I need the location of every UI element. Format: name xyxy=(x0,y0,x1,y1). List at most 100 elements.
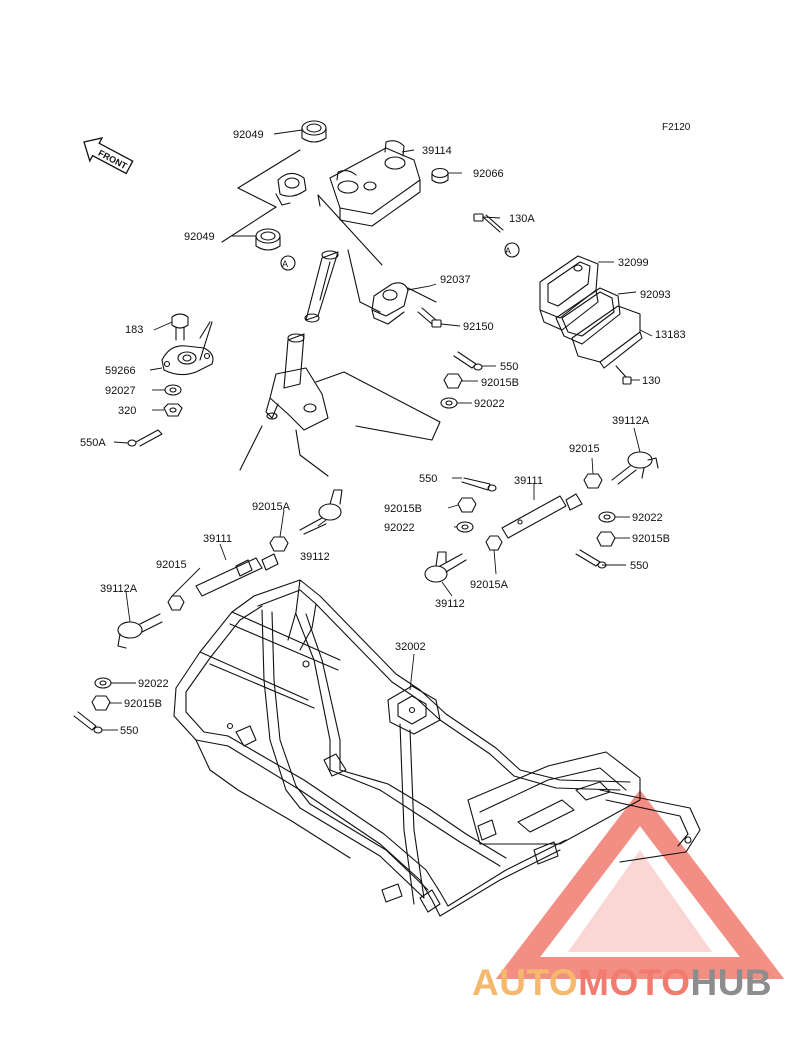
callout-label: 92022 xyxy=(138,678,169,690)
lower-clamp-part xyxy=(275,172,307,206)
callout-label: 39112 xyxy=(435,598,465,610)
callout-label: 92049 xyxy=(233,129,264,141)
nut-92015b-part xyxy=(443,373,463,389)
front-arrow-icon: FRONT xyxy=(83,137,134,175)
cap-part xyxy=(431,167,449,184)
callout-label: 39112A xyxy=(612,415,650,427)
callout-label: 92015B xyxy=(632,533,670,545)
leader-line xyxy=(199,321,211,339)
leader-line xyxy=(239,425,263,471)
watermark-part2: MOTO xyxy=(578,962,691,1003)
callout-label: 550 xyxy=(500,361,518,373)
callout-label: 92015 xyxy=(156,559,187,571)
washer-92022-left-part xyxy=(94,677,112,689)
watermark-part3: HUB xyxy=(690,962,773,1003)
cotter-pin-550a-part xyxy=(127,429,163,447)
callout-label: 92022 xyxy=(384,522,415,534)
bolt-183-part xyxy=(171,313,189,341)
bearing-housing-part xyxy=(161,345,214,376)
watermark-text: AUTOMOTOHUB xyxy=(472,962,772,1004)
tie-rod-right-part xyxy=(501,493,583,539)
callout-label: 92037 xyxy=(440,274,471,286)
washer-92022-mid-part xyxy=(456,521,474,533)
cotter-pin-550-right-part xyxy=(575,549,607,569)
callout-label: 320 xyxy=(118,405,136,417)
leader-line xyxy=(237,149,301,189)
callout-label: 39112 xyxy=(300,551,330,563)
leader-line xyxy=(237,187,277,208)
callout-label: 183 xyxy=(125,324,143,336)
leader-line xyxy=(199,321,213,361)
cover-part xyxy=(539,255,599,331)
ref-marker-a-right-text: A xyxy=(505,246,511,256)
leader-line xyxy=(221,206,277,243)
nut-92015-left-part xyxy=(167,595,185,611)
washer-92022-right-part xyxy=(598,511,616,523)
callout-label: 39112A xyxy=(100,583,138,595)
callout-label: 92049 xyxy=(184,231,215,243)
clamp-92037-part xyxy=(371,282,409,325)
upper-tube-part xyxy=(304,250,339,323)
leader-line xyxy=(295,429,329,477)
callout-label: 130A xyxy=(509,213,535,225)
bolt-92150-part xyxy=(417,307,442,328)
nut-92015b-mid-part xyxy=(457,497,477,513)
leader-line xyxy=(315,371,441,441)
washer-92022-part xyxy=(440,397,458,409)
figure-code: F2120 xyxy=(662,122,691,133)
callout-label: 92150 xyxy=(463,321,494,333)
callout-label: 59266 xyxy=(105,365,136,377)
tie-rod-end-39112-lower-part xyxy=(424,551,467,583)
callout-label: 92015A xyxy=(470,579,509,591)
nut-320-part xyxy=(163,403,183,417)
watermark-triangle-icon xyxy=(495,789,785,979)
steering-stem-part xyxy=(265,333,329,431)
callout-label: 92015B xyxy=(384,503,422,515)
tie-rod-end-39112a-right-part xyxy=(611,451,659,485)
callout-label: 130 xyxy=(642,375,660,387)
callout-label: 13183 xyxy=(655,329,686,341)
callout-label: 92015A xyxy=(252,501,291,513)
leader-line xyxy=(407,287,437,303)
nut-92015-right-part xyxy=(583,473,603,489)
callout-label: 39114 xyxy=(422,145,452,157)
callout-label: 92015 xyxy=(569,443,600,455)
nut-92015a-left-part xyxy=(269,536,289,552)
callout-label: 32002 xyxy=(395,641,426,653)
bolt-130-part xyxy=(615,365,632,385)
nut-92015b-right-part xyxy=(596,531,616,547)
tie-rod-end-39112-left-part xyxy=(299,489,343,535)
callout-label: 92015B xyxy=(124,698,162,710)
callout-label: 92015B xyxy=(481,377,519,389)
washer-92027-part xyxy=(164,384,182,396)
plate-part xyxy=(571,305,643,369)
ref-marker-a-right xyxy=(504,242,520,258)
leader-line xyxy=(347,249,381,313)
leader-line xyxy=(317,194,383,266)
nut-92015a-mid-part xyxy=(485,535,503,551)
gasket-part xyxy=(555,287,621,345)
callout-label: 550 xyxy=(419,473,437,485)
handlebar-holder-part xyxy=(329,140,421,227)
callout-label: 92027 xyxy=(105,385,136,397)
callout-label: 92022 xyxy=(474,398,505,410)
cotter-pin-550-left-part xyxy=(73,711,103,734)
main-frame-part xyxy=(173,579,701,917)
upper-bushing-part xyxy=(301,120,327,143)
callout-label: 32099 xyxy=(618,257,649,269)
ref-marker-a-left-text: A xyxy=(282,259,288,269)
tie-rod-left-part xyxy=(195,553,279,597)
callout-label: 550 xyxy=(630,560,648,572)
watermark-part1: AUTO xyxy=(472,962,579,1003)
callout-leaders xyxy=(102,129,653,731)
nut-92015b-left-part xyxy=(91,695,111,711)
callout-label: 39111 xyxy=(514,475,543,487)
cotter-pin-550-mid-part xyxy=(461,477,497,492)
callout-label: 92022 xyxy=(632,512,663,524)
callout-label: 550 xyxy=(120,725,138,737)
tie-rod-end-39112a-left-part xyxy=(117,613,163,649)
cotter-pin-550-part xyxy=(453,351,483,371)
lower-bushing-part xyxy=(255,228,281,251)
callout-label: 92093 xyxy=(640,289,671,301)
